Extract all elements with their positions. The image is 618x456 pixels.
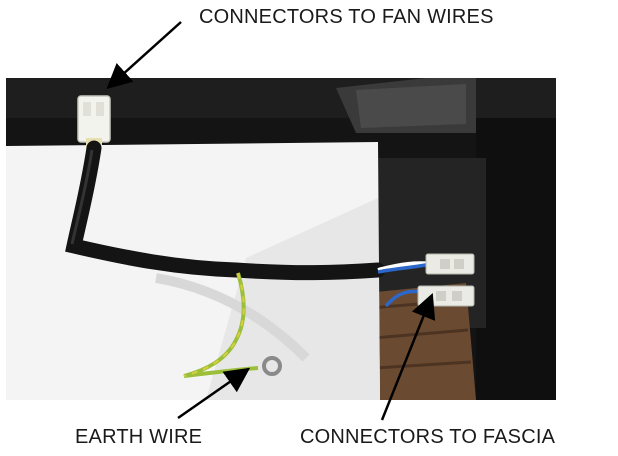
arrow-to-fascia-connector [380,293,436,421]
label-connectors-to-fan-wires: CONNECTORS TO FAN WIRES [199,6,494,28]
label-connectors-to-fascia: CONNECTORS TO FASCIA [300,426,556,448]
wiring-photo [6,78,556,400]
label-earth-wire: EARTH WIRE [75,426,203,448]
arrow-to-earth-wire [177,367,251,420]
earth-ring-terminal [262,356,282,376]
arrow-to-fan-connector [106,21,182,90]
wood-block [366,283,476,400]
black-cable [65,140,386,281]
